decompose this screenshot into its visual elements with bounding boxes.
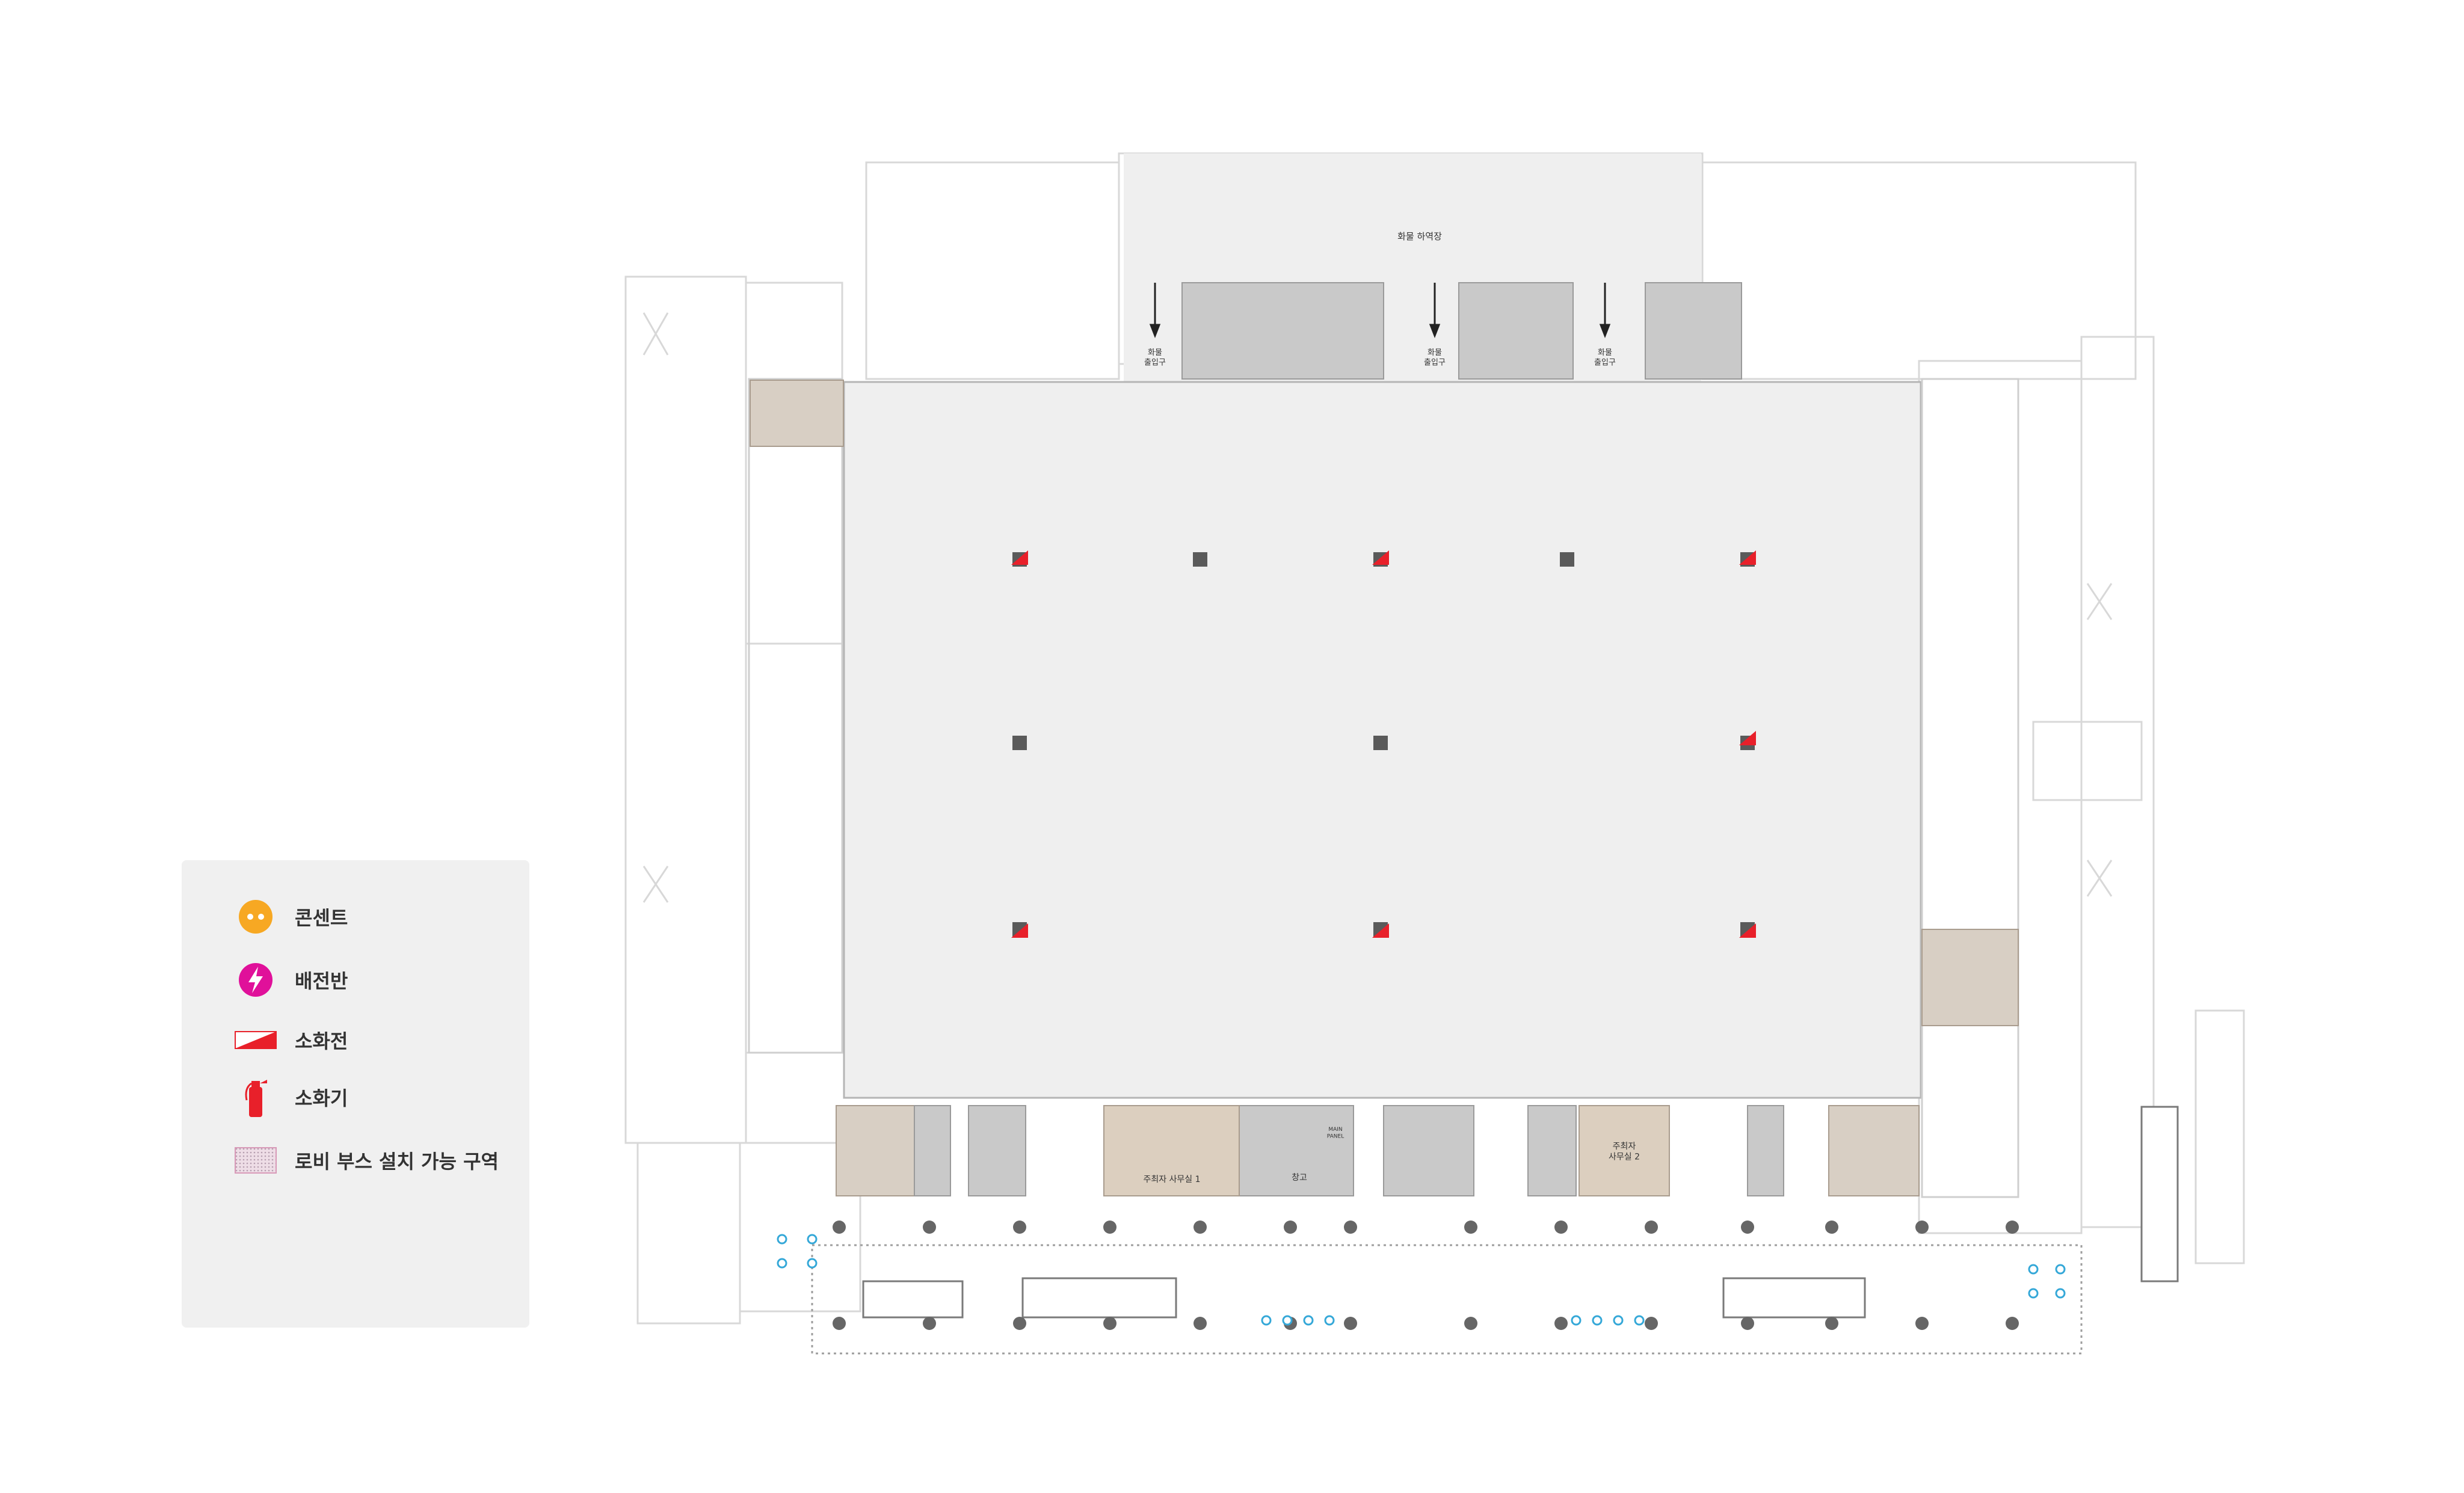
outlet-icon: [1613, 1315, 1624, 1326]
outlet-icon: [1282, 1315, 1293, 1326]
lobby-column: [1194, 1317, 1207, 1330]
lobby-column: [1741, 1317, 1754, 1330]
lobby-column: [2006, 1317, 2019, 1330]
fire-hydrant-icon: [1011, 550, 1028, 565]
organizer-office-1-label: 주최자 사무실 1: [1143, 1175, 1200, 1184]
outlet-icon: [2028, 1288, 2039, 1299]
legend-label-fire-hydrant: 소화전: [295, 1030, 348, 1053]
hall-column: [1560, 552, 1574, 567]
legend-label-fire-extinguisher: 소화기: [295, 1087, 348, 1110]
hall-column: [1193, 552, 1207, 567]
bottom-service-rooms: [914, 1105, 1784, 1196]
lobby-columns: [833, 1221, 2019, 1330]
lobby-column: [1344, 1317, 1357, 1330]
lobby-column: [1194, 1221, 1207, 1234]
hall-column: [1012, 736, 1027, 750]
top-service-rooms: [1181, 282, 1742, 380]
lobby-outlets: [777, 1234, 2066, 1326]
legend-item-fire-extinguisher: 소화기: [235, 1077, 348, 1118]
distribution-panel-icon: [235, 959, 277, 1000]
outlet-icon: [1592, 1315, 1603, 1326]
outlet-icon: [235, 896, 277, 937]
legend-item-distribution-panel: 배전반: [235, 959, 348, 1000]
lobby-column: [1464, 1317, 1477, 1330]
lobby-column: [833, 1317, 846, 1330]
organizer-office-1: [1103, 1105, 1240, 1196]
hall-column: [1373, 736, 1388, 750]
lobby-column: [1741, 1221, 1754, 1234]
fire-hydrant-icon: [1372, 923, 1389, 938]
legend-label-lobby-booth-area: 로비 부스 설치 가능 구역: [295, 1150, 499, 1173]
fire-hydrant-icon: [1011, 923, 1028, 938]
lobby-column: [1825, 1317, 1838, 1330]
fire-hydrant-icon: [235, 1020, 277, 1060]
lobby-column: [1645, 1221, 1658, 1234]
lobby-column: [1284, 1221, 1297, 1234]
lobby-column: [1645, 1317, 1658, 1330]
legend-label-outlet: 콘센트: [295, 907, 348, 929]
lobby-column: [1554, 1221, 1568, 1234]
outlet-icon: [1261, 1315, 1272, 1326]
escalators: [862, 1106, 2179, 1319]
outlet-icon: [1303, 1315, 1314, 1326]
lobby-column: [1554, 1317, 1568, 1330]
lobby-column: [1915, 1317, 1929, 1330]
lobby-column: [1825, 1221, 1838, 1234]
lobby-column: [923, 1317, 936, 1330]
outlet-icon: [1324, 1315, 1335, 1326]
lobby-column: [1013, 1221, 1026, 1234]
lobby-column: [1103, 1317, 1116, 1330]
outlet-icon: [807, 1234, 818, 1245]
legend-label-distribution-panel: 배전반: [295, 970, 348, 993]
fire-hydrant-icon: [1372, 550, 1389, 565]
outlet-icon: [2028, 1264, 2039, 1275]
storage-label: 창고: [1292, 1173, 1307, 1183]
toilets: [750, 380, 2019, 1196]
legend-item-outlet: 콘센트: [235, 896, 348, 937]
fire-extinguisher-icon: [235, 1077, 277, 1118]
lobby-column: [1464, 1221, 1477, 1234]
outlet-icon: [2055, 1288, 2066, 1299]
loading-dock-label: 화물 하역장: [1397, 231, 1442, 242]
fire-hydrant-icon: [1739, 731, 1756, 745]
organizer-office-2: [1578, 1105, 1670, 1196]
legend: 콘센트 배전반 소화전 소화기 로비 부스 설치 가능 구역: [182, 860, 529, 1328]
outlet-icon: [2055, 1264, 2066, 1275]
lobby-column: [923, 1221, 936, 1234]
legend-item-lobby-booth-area: 로비 부스 설치 가능 구역: [235, 1140, 499, 1181]
fire-hydrants: [1011, 550, 1756, 938]
outlet-icon: [1571, 1315, 1582, 1326]
surrounding-building-outline: [624, 152, 2245, 1325]
lobby-booth-area-icon: [235, 1140, 277, 1181]
fire-hydrant-icon: [1739, 550, 1756, 565]
outlet-icon: [1634, 1315, 1645, 1326]
outlet-icon: [777, 1234, 787, 1245]
outlet-icon: [777, 1258, 787, 1269]
lobby-column: [1915, 1221, 1929, 1234]
side-corridors: [748, 378, 2019, 1198]
legend-item-fire-hydrant: 소화전: [235, 1020, 348, 1060]
lobby: [811, 1244, 2083, 1355]
cargo-entrance-arrows: [1149, 283, 1611, 339]
lobby-column: [1103, 1221, 1116, 1234]
lobby-column: [1344, 1221, 1357, 1234]
outlet-icon: [807, 1258, 818, 1269]
lobby-column: [1013, 1317, 1026, 1330]
lobby-column: [833, 1221, 846, 1234]
fire-hydrant-icon: [1739, 923, 1756, 938]
lobby-column: [2006, 1221, 2019, 1234]
